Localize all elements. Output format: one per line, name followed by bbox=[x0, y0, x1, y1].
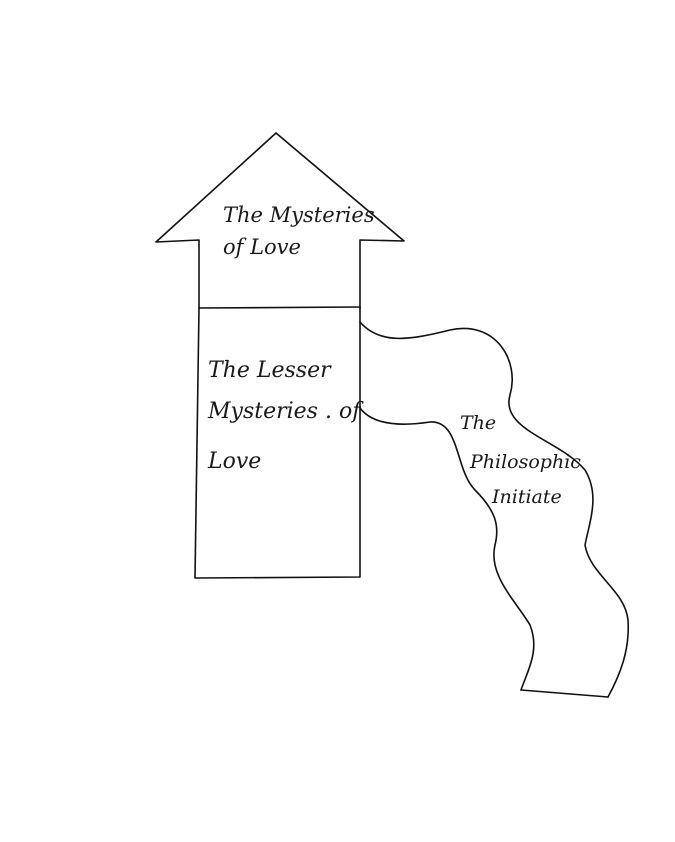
section-divider bbox=[198, 306, 361, 309]
river-mouth bbox=[520, 689, 609, 698]
arrow-head-outline bbox=[155, 132, 405, 309]
lower-label-line-3: Love bbox=[207, 449, 261, 474]
river-label-line-3: Initiate bbox=[491, 486, 562, 508]
river-lower-bank bbox=[359, 407, 535, 691]
lower-label-line-2: Mysteries . of bbox=[207, 399, 364, 424]
lower-label: The Lesser Mysteries . of Love bbox=[207, 358, 367, 474]
river-label-line-1: The bbox=[460, 412, 496, 434]
upper-label: The Mysteries of Love bbox=[223, 203, 381, 259]
arrow-shaft-outline bbox=[194, 306, 361, 579]
upper-label-line-1: The Mysteries bbox=[223, 203, 375, 227]
upper-label-line-2: of Love bbox=[223, 235, 301, 259]
lower-label-line-1: The Lesser bbox=[208, 358, 332, 383]
river-label-line-2: Philosophic bbox=[469, 451, 581, 473]
river-upper-bank bbox=[359, 321, 630, 698]
river-label: The Philosophic Initiate bbox=[460, 412, 587, 508]
